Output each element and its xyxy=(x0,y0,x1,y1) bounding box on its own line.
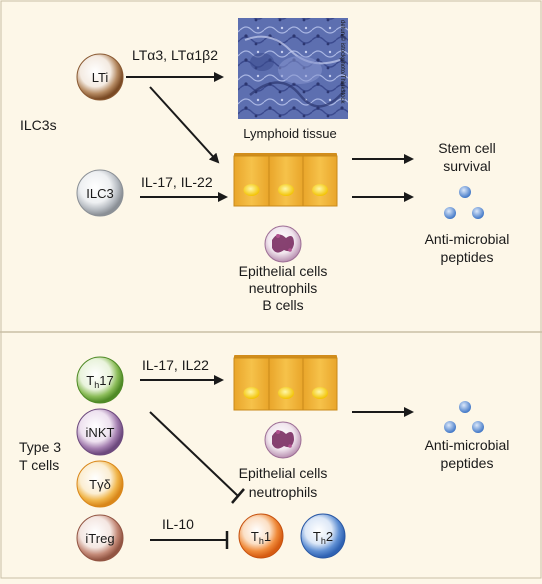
svg-text:Th1: Th1 xyxy=(251,529,271,546)
amp-top-line2: peptides xyxy=(441,249,494,265)
nucleus xyxy=(278,387,294,399)
tgd-label: Tγδ xyxy=(89,477,111,492)
th17-main: T xyxy=(86,373,94,388)
epithelium-bottom xyxy=(233,355,338,411)
inhibition-line xyxy=(149,411,239,497)
th17-sub: h xyxy=(94,380,99,390)
bottom-targets-line2: neutrophils xyxy=(249,484,318,500)
tgd-cell: Tγδ xyxy=(76,460,124,508)
image-credit: defun/© istockphoto/Thinkstock xyxy=(339,20,346,104)
il-top-arrow-label: IL-17, IL-22 xyxy=(141,174,213,190)
epithelium-top xyxy=(233,153,338,207)
nucleus xyxy=(312,184,328,196)
ilc3-cell: ILC3 xyxy=(76,169,124,217)
th2-main: T xyxy=(313,529,321,544)
inkt-cell: iNKT xyxy=(76,408,124,456)
il10-label: IL-10 xyxy=(162,516,194,532)
peptides-top xyxy=(444,186,484,219)
peptides-bottom xyxy=(444,401,484,433)
top-targets-line2: neutrophils xyxy=(249,280,318,296)
th2-cell: Th2 xyxy=(300,513,346,559)
il-bottom-arrow-label: IL-17, IL22 xyxy=(142,357,209,373)
th17-tail: 17 xyxy=(99,373,113,388)
ilc3-label: ILC3 xyxy=(86,186,113,201)
nucleus xyxy=(243,184,260,196)
th1-sub: h xyxy=(259,536,264,546)
th1-cell: Th1 xyxy=(238,513,284,559)
lti-label: LTi xyxy=(92,70,109,85)
th17-cell: Th17 xyxy=(76,356,124,404)
th1-main: T xyxy=(251,529,259,544)
svg-text:Th2: Th2 xyxy=(313,529,333,546)
stem-cell-line2: survival xyxy=(443,158,490,174)
ilc3s-group-label: ILC3s xyxy=(20,117,57,133)
th1-tail: 1 xyxy=(264,529,271,544)
lti-cell: LTi xyxy=(76,53,124,101)
nucleus xyxy=(312,387,328,399)
stem-cell-line1: Stem cell xyxy=(438,140,496,156)
th2-sub: h xyxy=(321,536,326,546)
lt-arrow-label: LTα3, LTα1β2 xyxy=(132,47,218,63)
svg-text:Th17: Th17 xyxy=(86,373,113,390)
nucleus xyxy=(278,184,294,196)
inkt-label: iNKT xyxy=(86,425,115,440)
type3-label-line1: Type 3 xyxy=(19,439,61,455)
top-targets-line3: B cells xyxy=(262,297,303,313)
inhibition-bar xyxy=(231,488,245,504)
neutrophil-bottom xyxy=(264,421,302,459)
itreg-label: iTreg xyxy=(85,531,114,546)
type3-label-line2: T cells xyxy=(19,457,59,473)
th2-tail: 2 xyxy=(326,529,333,544)
amp-top-line1: Anti-microbial xyxy=(425,231,510,247)
bottom-targets-line1: Epithelial cells xyxy=(239,465,328,481)
itreg-cell: iTreg xyxy=(76,514,124,562)
lymphoid-tissue-image xyxy=(238,18,348,119)
nucleus xyxy=(243,387,260,399)
top-targets-line1: Epithelial cells xyxy=(239,263,328,279)
amp-bottom-line1: Anti-microbial xyxy=(425,437,510,453)
amp-bottom-line2: peptides xyxy=(441,455,494,471)
lti-to-epithelium-arrow xyxy=(149,86,220,164)
lymphoid-tissue-label: Lymphoid tissue xyxy=(243,126,336,141)
neutrophil-top xyxy=(264,225,302,263)
